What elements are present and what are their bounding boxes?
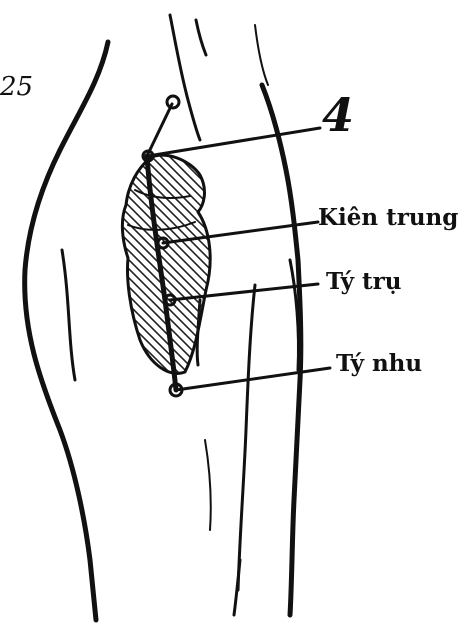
point-group-number: 4 <box>322 88 354 142</box>
hatch-line <box>0 140 260 400</box>
body-outline <box>25 15 301 620</box>
upper-meridian-line <box>147 104 172 156</box>
leader-line-4 <box>148 128 320 156</box>
label-ty-nhu: Tý nhu <box>336 350 422 377</box>
label-ty-tru: Tý trụ <box>326 268 401 295</box>
leader-line-ty-nhu <box>176 368 330 390</box>
label-kien-trung: Kiên trung <box>318 204 458 231</box>
figure-number: 25 <box>0 72 33 102</box>
upper-point-marker <box>167 96 179 108</box>
